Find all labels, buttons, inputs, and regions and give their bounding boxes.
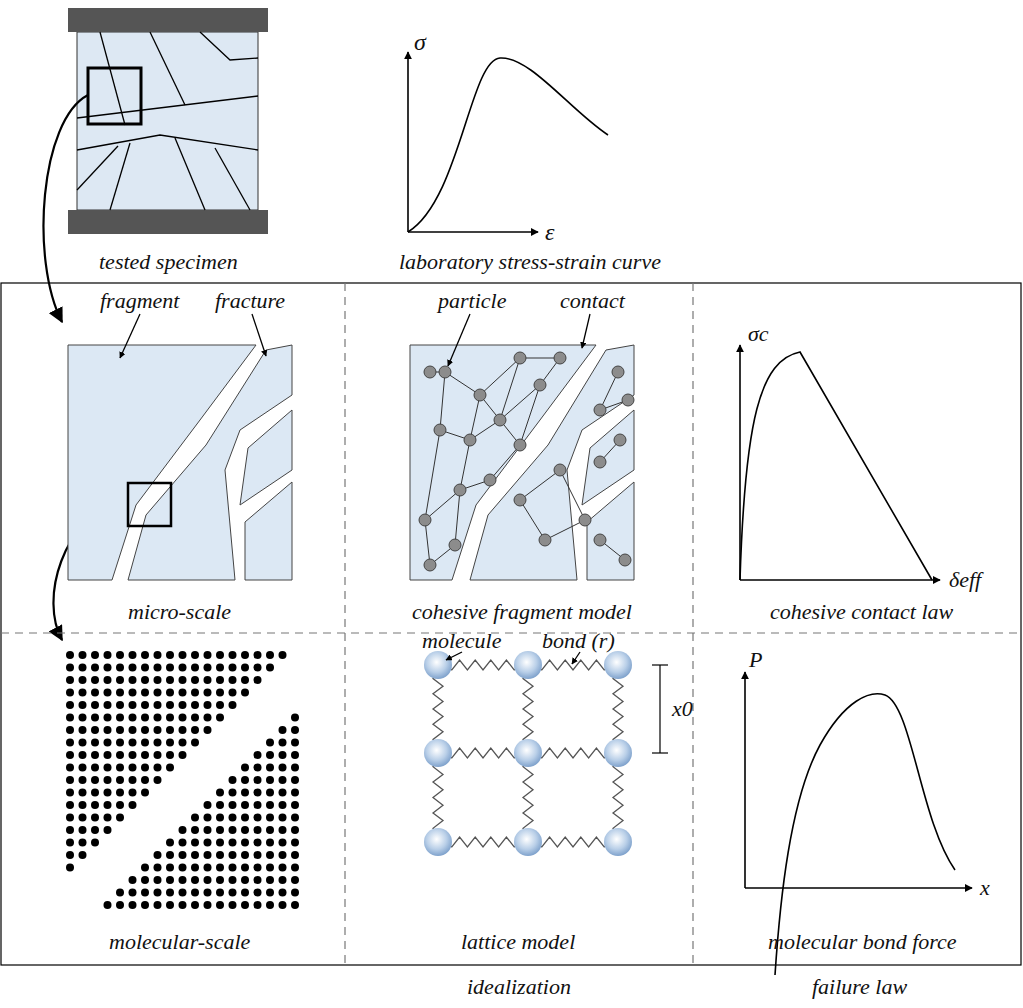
part-label: molecule [422,629,501,653]
panel-caption: molecular bond force [768,930,957,954]
axis-label: σ [414,29,426,55]
part-label: bond (r) [542,629,615,653]
specimen [68,8,268,234]
molecular-dots [66,651,299,909]
axis-label: P [749,648,762,672]
axis-label: δeff [949,568,981,592]
part-label: particle [438,289,506,313]
micro-fragments [68,345,292,580]
lattice-springs [433,660,623,847]
panel-caption: lattice model [461,930,575,954]
column-caption: idealization [467,975,571,999]
panel-caption: micro-scale [128,600,231,624]
panel-caption: molecular-scale [109,930,250,954]
panel-caption: cohesive fragment model [412,600,632,624]
axis-label: ε [545,219,554,245]
stress-strain-plot [408,52,608,232]
cohesive-law-plot [740,345,940,580]
part-label: contact [560,289,625,313]
axis-label: x [980,876,990,900]
panel-caption: cohesive contact law [770,600,953,624]
panel-caption: laboratory stress-strain curve [399,250,661,274]
part-label: fracture [215,289,285,313]
panel-caption: tested specimen [99,250,238,274]
part-label: fragment [100,289,179,313]
spacing-dimension [652,665,668,753]
panel-frame [1,283,1021,965]
column-caption: failure law [812,975,907,999]
dimension-label: x0 [672,697,693,721]
lattice-molecules [424,651,632,856]
bond-force-plot [745,672,972,975]
axis-label: σc [748,322,769,346]
cohesive-fragments [410,345,634,580]
